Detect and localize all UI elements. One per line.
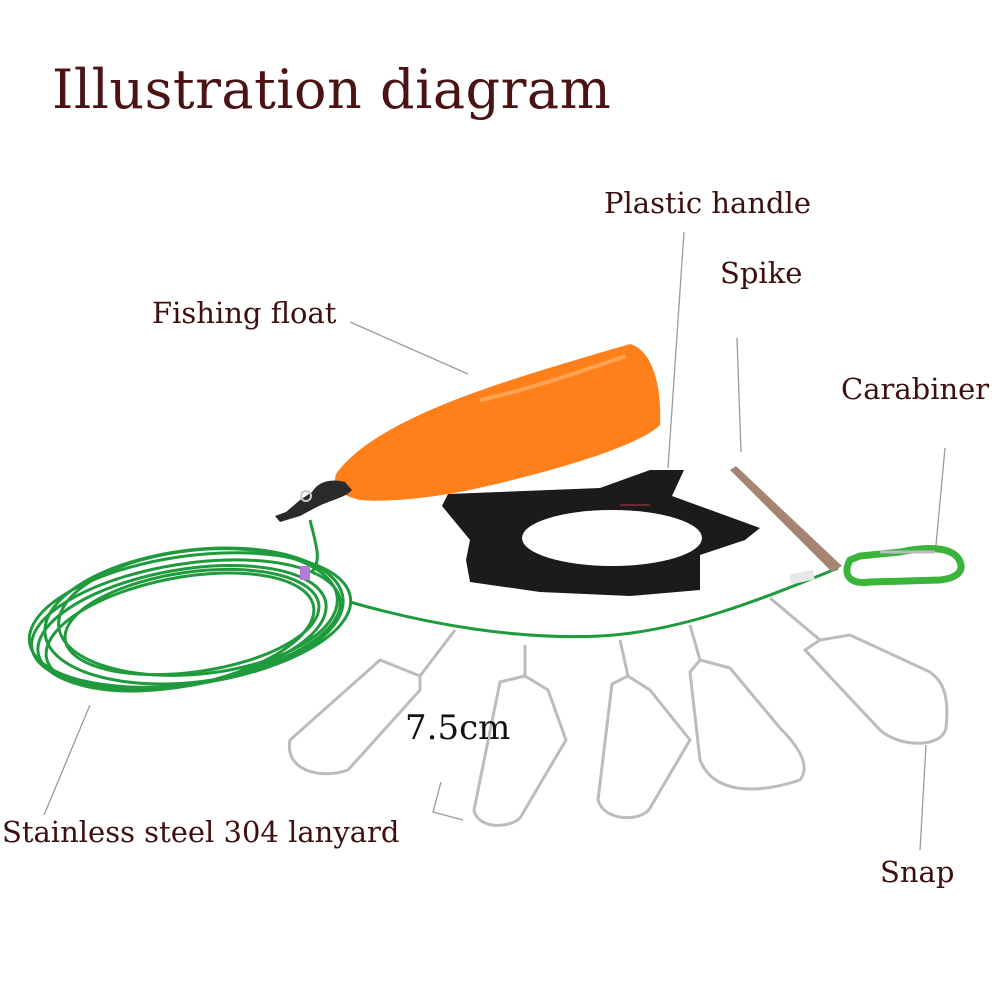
- label-spike: Spike: [720, 256, 802, 290]
- label-fishing-float: Fishing float: [152, 296, 336, 330]
- carabiner-drawing: [847, 549, 961, 583]
- lanyard-coil: [21, 532, 360, 711]
- plastic-handle-drawing: [442, 470, 760, 596]
- label-carabiner: Carabiner: [841, 372, 989, 406]
- label-lanyard: Stainless steel 304 lanyard: [2, 815, 399, 849]
- leader-line-fishing-float: [350, 322, 468, 374]
- spike-drawing: [730, 466, 842, 572]
- leader-line-plastic-handle: [668, 232, 684, 468]
- leader-line-lanyard: [44, 705, 90, 815]
- label-snap: Snap: [880, 855, 954, 889]
- label-snap-spacing: 7.5cm: [405, 708, 510, 748]
- leader-line-spike: [737, 338, 741, 452]
- diagram-title: Illustration diagram: [52, 58, 611, 121]
- snaps: [289, 598, 947, 825]
- crimp-sleeve: [300, 566, 310, 580]
- dimension-bracket: [433, 782, 463, 820]
- leader-line-snap: [920, 745, 926, 850]
- label-plastic-handle: Plastic handle: [604, 186, 811, 220]
- leader-line-carabiner: [936, 448, 945, 545]
